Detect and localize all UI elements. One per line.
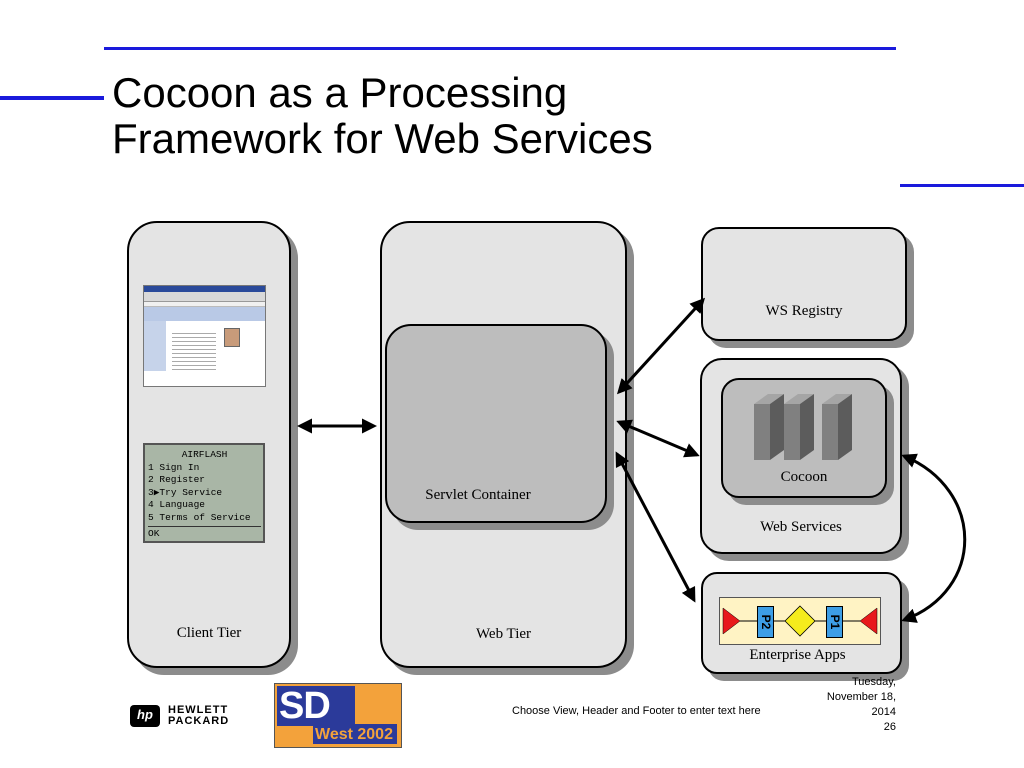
browser-page-header <box>144 307 265 321</box>
top-rule <box>104 47 896 50</box>
servlet-registry-arrow <box>616 297 706 395</box>
cocoon-block <box>754 394 784 460</box>
browser-nav-column <box>144 321 166 371</box>
pipeline-source-triangle-icon <box>722 607 741 635</box>
sd-logo-text: SD <box>279 685 331 727</box>
right-rule <box>900 184 1024 187</box>
servlet-container-box: Servlet Container <box>385 324 607 523</box>
hp-logo-line-1: HEWLETT <box>168 704 229 716</box>
airflash-phone-display: AIRFLASH 1 Sign In 2 Register 3▶Try Serv… <box>143 443 265 543</box>
title-line-2: Framework for Web Services <box>112 115 653 162</box>
slide-title: Cocoon as a Processing Framework for Web… <box>112 70 653 162</box>
pipeline-stage-p2: P2 <box>757 606 774 638</box>
browser-text-lines <box>172 330 216 370</box>
webservices-enterprise-curve-arrow <box>901 453 967 623</box>
footer-date-line-1: Tuesday, <box>851 676 896 688</box>
web-services-label: Web Services <box>760 519 842 535</box>
sd-logo-event-panel <box>313 724 397 744</box>
footer-center-text: Choose View, Header and Footer to enter … <box>512 705 761 717</box>
web-tier-label: Web Tier <box>475 626 532 642</box>
pipeline-sink-triangle-icon <box>859 607 878 635</box>
sd-west-2002-logo: SD West 2002 <box>274 683 402 748</box>
footer-date-line-2: November 18, <box>826 691 896 703</box>
sd-logo-event: West 2002 <box>315 726 393 743</box>
footer-date-line-3: 2014 <box>871 706 896 718</box>
cocoon-blocks-icon <box>754 394 852 460</box>
servlet-enterprise-arrow <box>615 451 696 603</box>
cocoon-label: Cocoon <box>780 469 828 485</box>
sd-logo-blue-panel <box>277 686 355 726</box>
airflash-item: 3▶Try Service <box>148 486 223 498</box>
cocoon-block <box>822 394 852 460</box>
browser-address-bar <box>144 302 265 307</box>
footer-date: Tuesday, November 18, 2014 26 <box>827 676 896 734</box>
browser-screenshot <box>143 285 266 387</box>
hp-logo-mark <box>130 705 160 727</box>
browser-photo <box>224 328 240 347</box>
pipeline-diagram <box>722 605 878 637</box>
airflash-item: 4 Language <box>148 499 206 510</box>
ws-registry-label: WS Registry <box>765 303 843 319</box>
hp-logo-wordmark: HEWLETT PACKARD <box>168 705 229 727</box>
servlet-container-label: Servlet Container <box>425 487 531 503</box>
pipeline-decision-diamond-icon <box>784 605 816 637</box>
browser-toolbar <box>144 292 265 302</box>
title-line-1: Cocoon as a Processing <box>112 69 568 116</box>
airflash-item: 5 Terms of Service <box>148 511 251 523</box>
airflash-ok: OK <box>148 526 261 541</box>
ws-registry-box: WS Registry <box>701 227 907 341</box>
hp-logo-mark-text: hp <box>137 707 153 722</box>
pipeline-stage-p1: P1 <box>826 606 843 638</box>
footer-page-number: 26 <box>883 721 896 733</box>
left-rule <box>0 96 104 100</box>
hp-logo-line-2: PACKARD <box>168 715 230 727</box>
airflash-header: AIRFLASH <box>181 449 228 460</box>
browser-titlebar <box>144 286 265 292</box>
cocoon-block <box>784 394 814 460</box>
enterprise-apps-label: Enterprise Apps <box>749 647 846 663</box>
airflash-item: 2 Register <box>148 474 206 485</box>
pipeline-graphic: P2 P1 <box>719 597 881 645</box>
airflash-item: 1 Sign In <box>148 461 200 473</box>
servlet-webservices-arrow <box>616 419 700 458</box>
client-tier-label: Client Tier <box>176 625 242 641</box>
